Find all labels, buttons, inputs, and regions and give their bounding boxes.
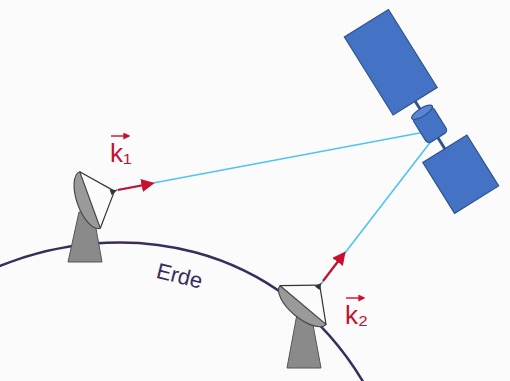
wave-vector — [118, 184, 152, 191]
vector-label: k₂ — [345, 300, 368, 331]
ground-antenna — [272, 264, 345, 368]
ground-antenna — [68, 162, 128, 262]
vector-accent — [111, 135, 129, 136]
earth-arc — [0, 242, 365, 381]
signal-beam — [321, 140, 432, 284]
signal-beam — [116, 132, 425, 190]
vector-label: k₁ — [110, 138, 132, 169]
earth-label: Erde — [154, 258, 205, 295]
satellite — [344, 9, 498, 213]
vector-accent — [346, 297, 364, 298]
wave-vector — [323, 254, 344, 282]
